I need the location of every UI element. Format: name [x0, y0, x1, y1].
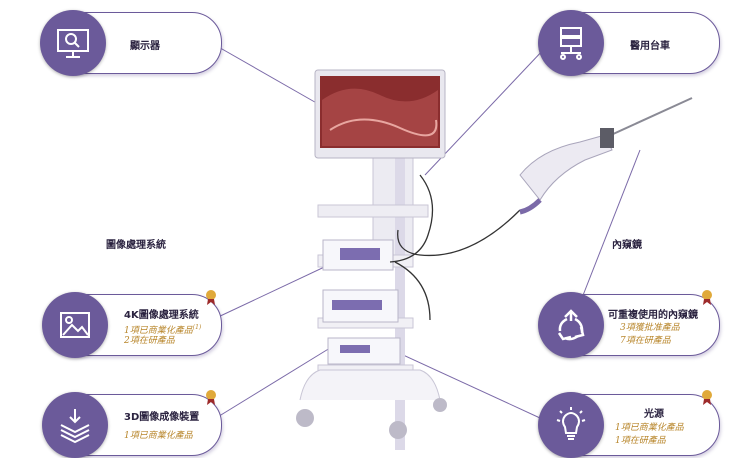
- reusable-endoscope-label: 可重複使用的內窺鏡: [608, 310, 698, 321]
- endoscope-illustration: [519, 97, 693, 215]
- reusable-endoscope-sub1: 3項獲批准產品: [620, 323, 680, 333]
- cart-illustration: [296, 149, 447, 450]
- imaging-3d-sub1: 1項已商業化產品: [124, 431, 193, 441]
- award-medal-icon: [702, 390, 712, 405]
- recycle-icon: [538, 292, 604, 358]
- layers-icon: [42, 392, 108, 458]
- reusable-endoscope-sub2: 7項在研產品: [620, 336, 671, 346]
- display-label: 顯示器: [130, 41, 160, 52]
- processing-4k-sub2: 2項在研產品: [124, 336, 175, 346]
- light-source-sub1: 1項已商業化產品: [615, 423, 684, 433]
- light-source-label: 光源: [644, 409, 664, 420]
- cart-icon: [538, 10, 604, 76]
- monitor-illustration: [314, 69, 446, 159]
- section-heading-image-processing: 圖像處理系統: [106, 240, 166, 251]
- award-medal-icon: [702, 290, 712, 305]
- award-medal-icon: [206, 390, 216, 405]
- section-heading-endoscope: 內窺鏡: [612, 240, 642, 251]
- award-medal-icon: [206, 290, 216, 305]
- light-source-sub2: 1項在研產品: [615, 436, 666, 446]
- bulb-icon: [538, 392, 604, 458]
- processing-4k-label: 4K圖像處理系統: [124, 310, 199, 321]
- processing-4k-sub1: 1項已商業化產品(1): [124, 324, 202, 336]
- image-icon: [42, 292, 108, 358]
- cart-label: 醫用台車: [630, 41, 670, 52]
- monitor-search-icon: [40, 10, 106, 76]
- imaging-3d-label: 3D圖像成像裝置: [124, 412, 200, 423]
